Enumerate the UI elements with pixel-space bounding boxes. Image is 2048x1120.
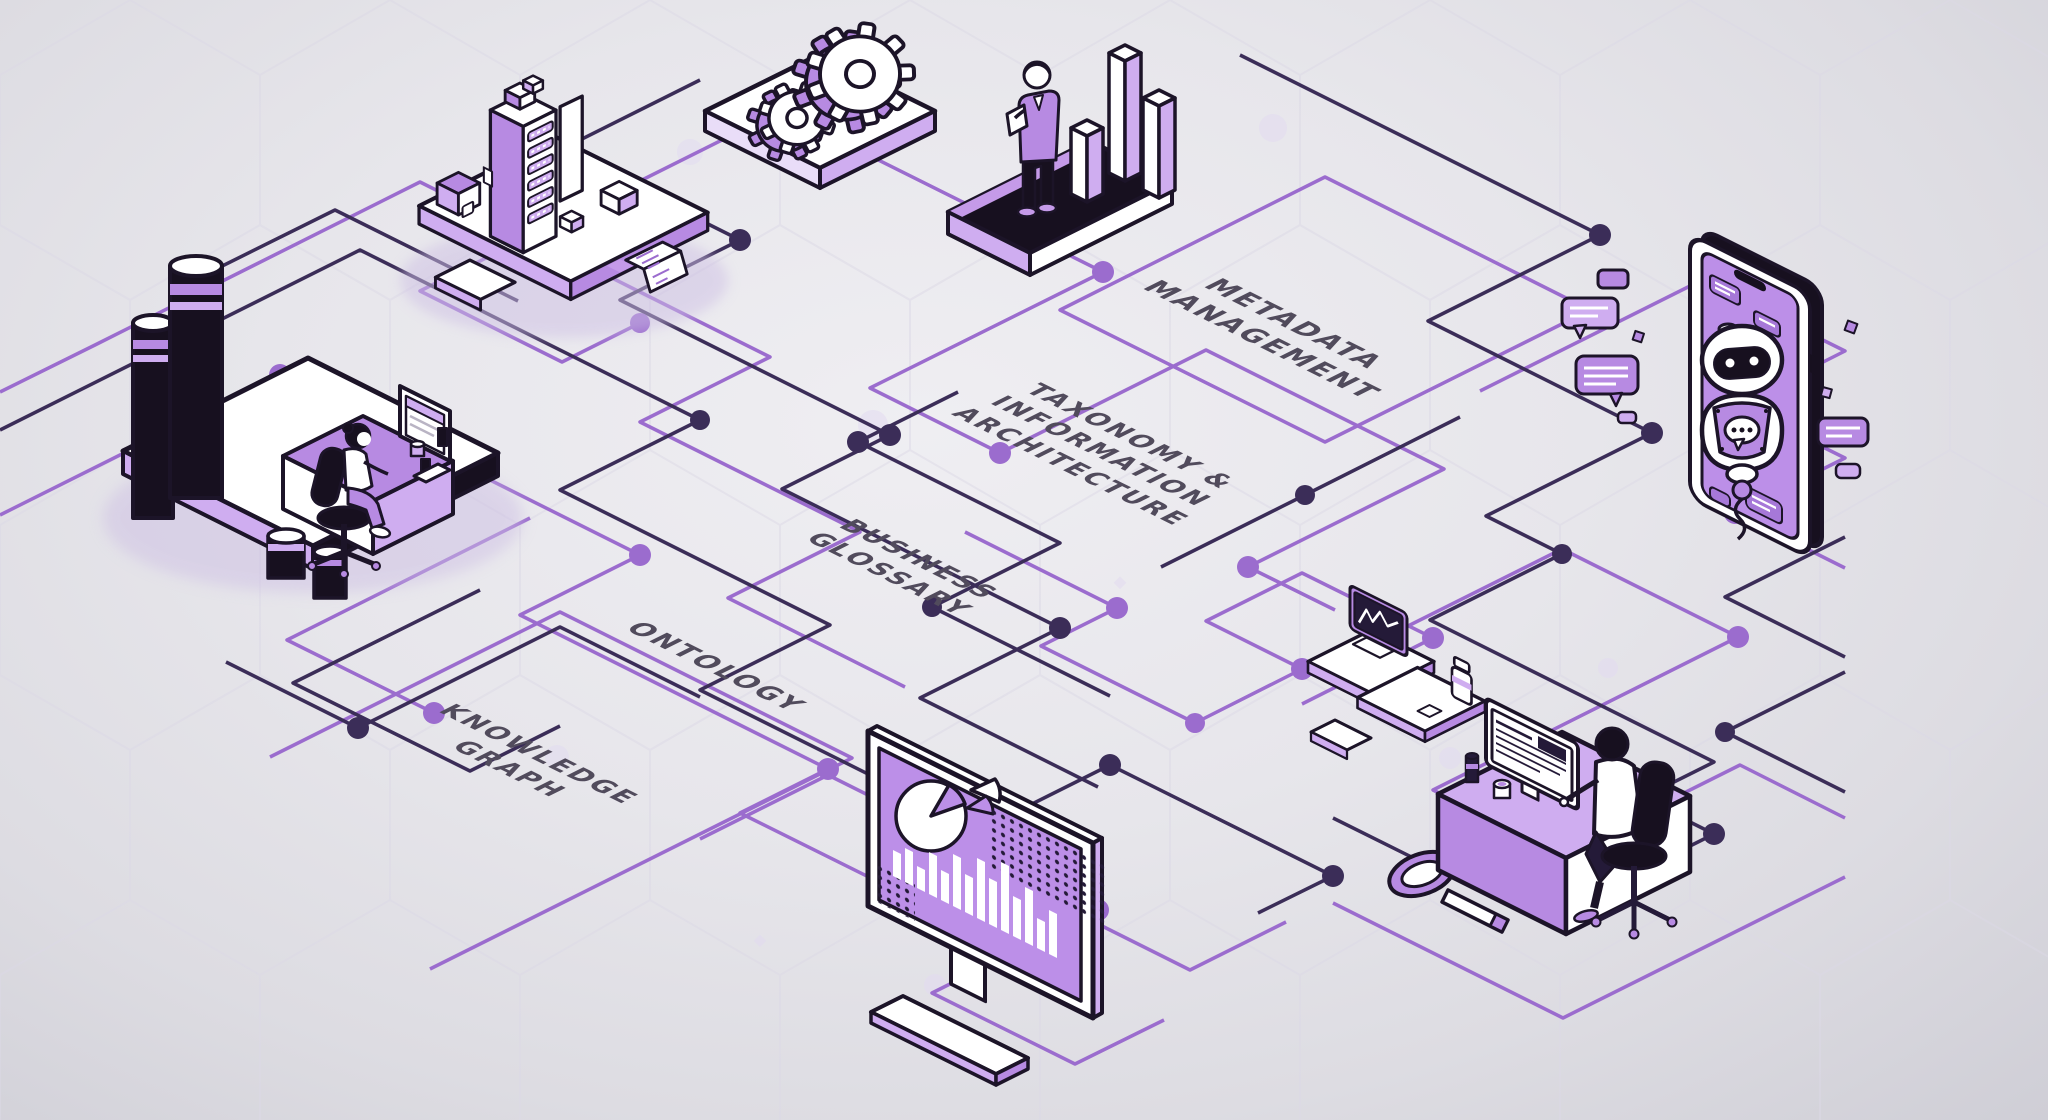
chatbot-robot-icon xyxy=(1699,322,1785,541)
data-box-icons xyxy=(435,170,639,234)
diamond-marker xyxy=(606,259,634,273)
seated-researcher xyxy=(1558,726,1678,940)
document-monitor-icon xyxy=(1484,697,1580,811)
bar-chart-3d-icon xyxy=(1069,43,1177,204)
bottle-icon xyxy=(437,427,448,447)
server-tower-icon xyxy=(482,74,558,255)
bottle-icon xyxy=(1464,752,1480,784)
speech-bubble-icons xyxy=(1560,268,1870,480)
monitoring-mini-computer-illustration xyxy=(1306,585,1487,761)
bar-chart-icon xyxy=(893,847,1057,958)
analytics-monitor-illustration xyxy=(865,724,1108,1087)
big-gear-icon xyxy=(791,21,917,135)
data-engineer-workstation-illustration xyxy=(103,254,523,600)
mug-icon xyxy=(409,439,426,458)
line-chart-monitor-icon xyxy=(1348,585,1409,659)
process-gears-illustration xyxy=(702,21,938,190)
dot-grid xyxy=(991,808,1108,930)
analyst-bar-chart-illustration xyxy=(945,43,1177,277)
coffee-cup-icon xyxy=(1492,778,1512,800)
usb-drive-icon xyxy=(1450,656,1473,706)
researcher-workstation-illustration xyxy=(1387,697,1693,940)
analyst-person xyxy=(1005,60,1061,218)
circuit-nodes xyxy=(269,139,1749,921)
data-server-illustration xyxy=(400,74,729,338)
database-cylinder-icons xyxy=(131,254,348,600)
receipt-icon xyxy=(624,240,689,294)
chatbot-phone-illustration xyxy=(1560,231,1870,555)
seated-person xyxy=(307,422,392,579)
